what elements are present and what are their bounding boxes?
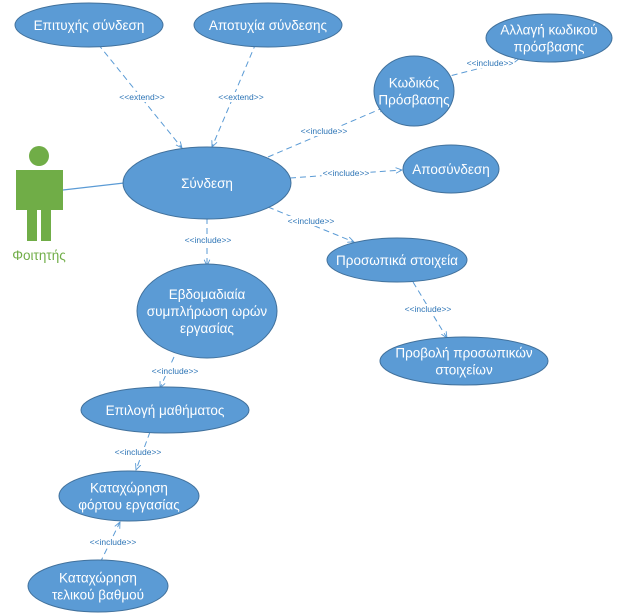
- uc-failed-login-ellipse: [193, 2, 343, 48]
- rel-failed-extend-label: <<extend>>: [218, 92, 263, 102]
- edge-select-course-include: [160, 356, 175, 388]
- relation-labels: <<extend>> <<extend>> <<include>> <<include…: [88, 58, 515, 547]
- uc-weekly-hours: Εβδομαδιαία συμπλήρωση ωρών εργασίας: [136, 263, 278, 359]
- rel-failed-extend-label-background: [217, 92, 265, 102]
- rel-view-personal-include-label: <<include>>: [405, 304, 452, 314]
- rel-final-grade-include-label: <<include>>: [90, 537, 137, 547]
- edge-logout-include: [289, 170, 402, 179]
- rel-final-grade-include-label-background: [88, 537, 138, 547]
- uc-login: Σύνδεση: [122, 146, 292, 220]
- rel-workload-include-label-background: [113, 447, 163, 457]
- rel-personal-include-label-background: [286, 216, 336, 226]
- uc-successful-login-ellipse: [14, 2, 164, 48]
- actor-login-association: [62, 182, 125, 191]
- edge-personal-include: [267, 206, 354, 242]
- rel-logout-include-label-background: [321, 168, 371, 178]
- uc-select-course-label-line: Επιλογή μαθήματος: [106, 403, 225, 418]
- uc-view-personal-info: Προβολή προσωπικών στοιχείων: [379, 336, 549, 386]
- student-actor-icon: [16, 146, 63, 241]
- rel-logout-include-label: <<include>>: [323, 168, 370, 178]
- uc-view-personal-info-ellipse: [379, 336, 549, 386]
- uc-personal-info: Προσωπικά στοιχεία: [326, 237, 468, 283]
- uc-register-workload-ellipse: [58, 470, 200, 522]
- uc-successful-login: Επιτυχής σύνδεση: [14, 2, 164, 48]
- uc-weekly-hours-label-line: Εβδομαδιαία: [169, 287, 246, 302]
- uc-change-password: Αλλαγή κωδικού πρόσβασης: [485, 13, 613, 63]
- rel-personal-include-label: <<include>>: [288, 216, 335, 226]
- actor-name: Φοιτητής: [12, 248, 66, 263]
- uc-change-password-ellipse: [485, 13, 613, 63]
- uc-register-workload-label-line: φόρτου εργασίας: [78, 498, 180, 513]
- rel-successful-extend-label: <<extend>>: [119, 92, 164, 102]
- rel-password-include-label: <<include>>: [301, 126, 348, 136]
- rel-change-password-include-label-background: [465, 58, 515, 68]
- rel-change-password-include-label: <<include>>: [467, 58, 514, 68]
- uc-select-course-ellipse: [80, 386, 250, 434]
- uc-register-final-grade: Καταχώρηση τελικού βαθμού: [27, 559, 169, 613]
- uc-register-workload-label-line: Καταχώρηση: [90, 481, 168, 496]
- uc-password-label-line: Πρόσβασης: [378, 93, 450, 108]
- uc-weekly-hours-label-line: συμπλήρωση ωρών: [147, 304, 268, 319]
- uc-register-final-grade-label-line: Καταχώρηση: [59, 571, 137, 586]
- rel-select-course-include-label: <<include>>: [152, 366, 199, 376]
- uc-password-label-line: Κωδικός: [389, 76, 440, 91]
- uc-change-password-label-line: Αλλαγή κωδικού: [500, 23, 597, 38]
- uc-select-course: Επιλογή μαθήματος: [80, 386, 250, 434]
- uc-logout-ellipse: [402, 144, 500, 194]
- uc-logout-label-line: Αποσύνδεση: [412, 162, 489, 177]
- use-cases: Επιτυχής σύνδεση Αποτυχία σύνδεσης Αλλαγή …: [14, 2, 613, 613]
- rel-weekly-include-label: <<include>>: [185, 235, 232, 245]
- rel-weekly-include-label-background: [183, 235, 233, 245]
- uc-successful-login-label-line: Επιτυχής σύνδεση: [34, 18, 145, 33]
- uc-login-ellipse: [122, 146, 292, 220]
- uc-personal-info-ellipse: [326, 237, 468, 283]
- rel-successful-extend-label-background: [118, 92, 166, 102]
- uc-register-final-grade-label-line: τελικού βαθμού: [52, 588, 144, 603]
- uc-login-label-line: Σύνδεση: [181, 176, 233, 191]
- rel-password-include-label-background: [299, 126, 349, 136]
- uc-view-personal-info-label-line: Προβολή προσωπικών: [395, 346, 533, 361]
- uc-logout: Αποσύνδεση: [402, 144, 500, 194]
- uc-weekly-hours-label-line: εργασίας: [180, 321, 234, 336]
- rel-select-course-include-label-background: [150, 366, 200, 376]
- uc-personal-info-label-line: Προσωπικά στοιχεία: [336, 253, 458, 268]
- uc-change-password-label-line: πρόσβασης: [514, 40, 585, 55]
- edge-failed-extend: [212, 42, 257, 147]
- edge-successful-extend: [97, 43, 182, 148]
- uc-weekly-hours-ellipse: [136, 263, 278, 359]
- rel-view-personal-include-label-background: [403, 304, 453, 314]
- uc-register-final-grade-ellipse: [27, 559, 169, 613]
- uc-register-workload: Καταχώρηση φόρτου εργασίας: [58, 470, 200, 522]
- uc-failed-login-label-line: Αποτυχία σύνδεσης: [209, 18, 328, 33]
- rel-workload-include-label: <<include>>: [115, 447, 162, 457]
- uc-failed-login: Αποτυχία σύνδεσης: [193, 2, 343, 48]
- uc-password-ellipse: [373, 55, 455, 127]
- uc-view-personal-info-label-line: στοιχείων: [435, 363, 493, 378]
